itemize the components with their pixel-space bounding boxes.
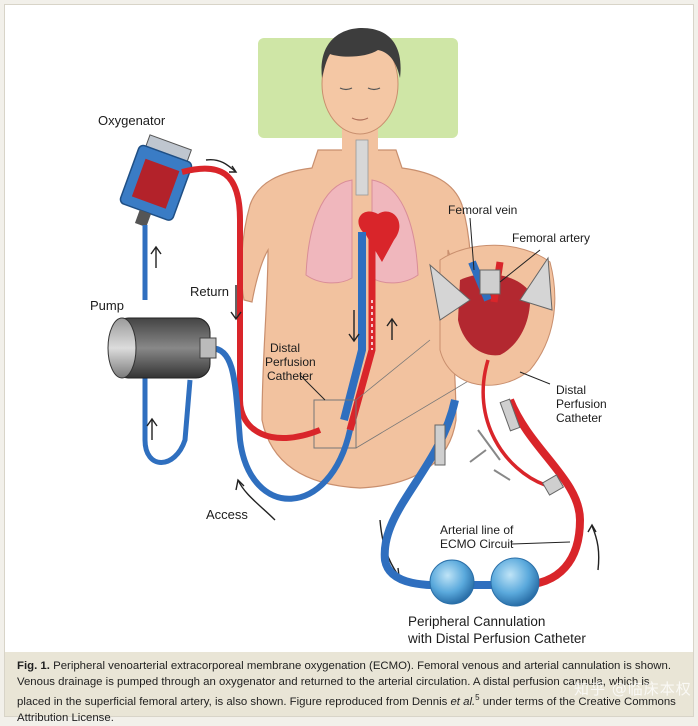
caption-italic: et al. <box>450 695 476 708</box>
groin-inset <box>429 244 556 386</box>
trachea <box>355 139 369 196</box>
watermark: 知乎 @临床本权 <box>574 680 692 698</box>
oxygenator-device <box>119 134 193 228</box>
label-distal-right-1: Distal <box>556 383 586 397</box>
access-line <box>209 345 353 502</box>
label-distal-left-2: Perfusion <box>265 355 316 369</box>
figure-caption: Fig. 1. Peripheral venoarterial extracor… <box>5 652 693 724</box>
label-distal-right-3: Catheter <box>556 411 602 425</box>
distal-perfusion-line <box>481 359 546 487</box>
label-cannulation-2: with Distal Perfusion Catheter <box>407 631 586 646</box>
label-arterial-line-2: ECMO Circuit <box>440 537 514 551</box>
hair <box>321 28 401 78</box>
label-arterial-line-1: Arterial line of <box>440 523 514 537</box>
arterial-cannula-line <box>506 398 585 589</box>
pump-outlet-line <box>142 370 193 465</box>
caption-fig-label: Fig. 1. <box>17 660 50 672</box>
label-access: Access <box>206 507 248 522</box>
connector-ball-left <box>429 559 475 605</box>
label-distal-left-3: Catheter <box>267 369 313 383</box>
label-pump: Pump <box>90 298 124 313</box>
label-distal-right-2: Perfusion <box>556 397 607 411</box>
label-oxygenator: Oxygenator <box>98 113 166 128</box>
leader-lines <box>299 217 571 545</box>
label-distal-left-1: Distal <box>270 341 300 355</box>
ecmo-diagram: Oxygenator Pump Return Access Distal Per… <box>90 28 607 646</box>
vena-cava <box>340 232 366 421</box>
caption-superscript: 5 <box>475 693 480 703</box>
label-cannulation-1: Peripheral Cannulation <box>408 614 545 629</box>
heart <box>358 211 400 262</box>
connector-ball-right <box>490 557 540 607</box>
label-femoral-artery: Femoral artery <box>512 231 590 245</box>
groin-inset-box <box>313 399 357 449</box>
return-line <box>181 165 322 442</box>
caption-text-1: Peripheral venoarterial extracorporeal m… <box>17 660 672 708</box>
left-lung <box>305 179 353 284</box>
label-return: Return <box>190 284 229 299</box>
label-femoral-vein: Femoral vein <box>448 203 517 217</box>
pump-device <box>107 317 217 379</box>
